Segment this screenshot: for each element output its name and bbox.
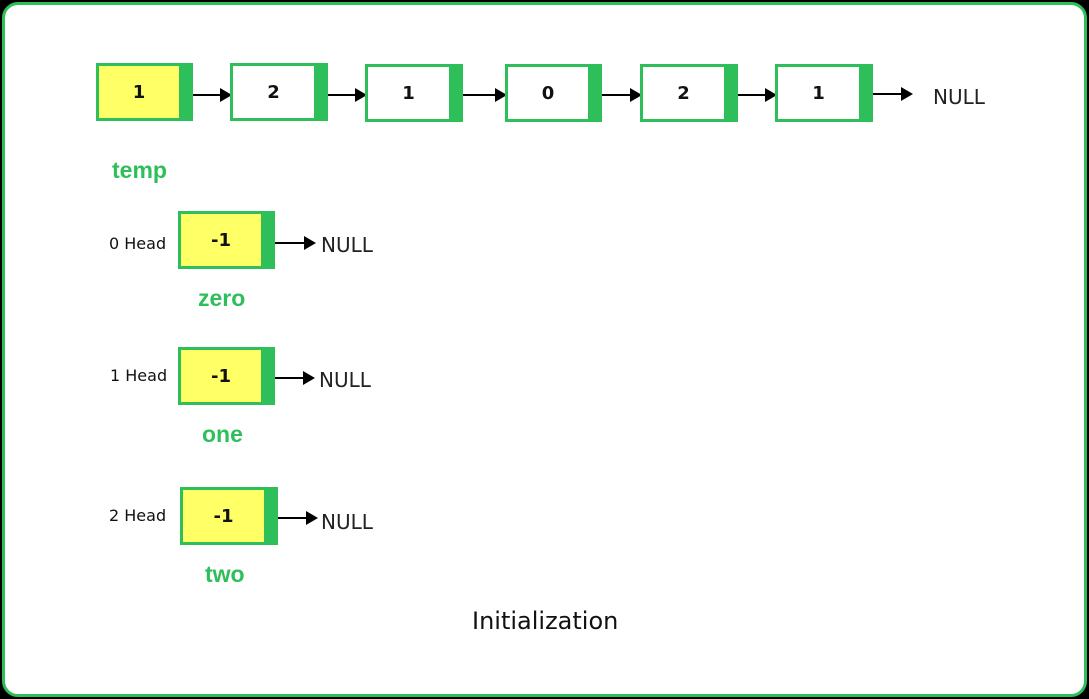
head-node-zero: -1 [178,211,275,269]
node-next-pointer [724,67,735,119]
head-node-two: -1 [180,487,278,545]
node-next-pointer [859,67,870,119]
list-node-4: 2 [640,64,738,122]
node-next-pointer [261,214,272,266]
list-node-0: 1 [96,63,193,121]
list-node-1: 2 [230,63,328,121]
head-label-zero: 0 Head [109,234,167,253]
next-arrow [278,511,318,525]
node-value: -1 [183,490,264,542]
node-value: 1 [99,66,179,118]
node-next-pointer [179,66,190,118]
node-next-pointer [449,67,460,119]
list-node-2: 1 [365,64,463,122]
two-pointer-label: two [205,561,245,587]
next-arrow [463,88,507,102]
node-value: 0 [541,82,555,104]
diagram-caption: Initialization [472,607,619,635]
one-pointer-label: one [202,421,243,447]
temp-pointer-label: temp [112,157,167,183]
next-arrow [602,88,642,102]
next-arrow [275,371,315,385]
next-arrow [193,88,232,102]
head-node-one: -1 [178,347,275,405]
node-next-pointer [264,490,275,542]
node-value: -1 [181,350,261,402]
zero-pointer-label: zero [198,285,246,311]
list-null-label: NULL [933,85,985,109]
node-next-pointer [314,66,325,118]
head-label-two: 2 Head [109,506,167,525]
next-arrow [738,88,777,102]
node-next-pointer [588,67,599,119]
node-value: 2 [267,81,280,103]
list-node-5: 1 [775,64,873,122]
head-null-label: NULL [319,368,371,392]
node-value: 1 [402,82,415,104]
next-arrow [275,236,316,250]
list-node-3: 0 [505,64,602,122]
head-null-label: NULL [321,233,373,257]
next-arrow [873,87,913,101]
node-value: -1 [181,214,261,266]
node-value: 2 [677,82,690,104]
next-arrow [328,88,367,102]
head-label-one: 1 Head [110,366,168,385]
head-null-label: NULL [321,510,373,534]
node-value: 1 [812,82,825,104]
node-next-pointer [261,350,272,402]
